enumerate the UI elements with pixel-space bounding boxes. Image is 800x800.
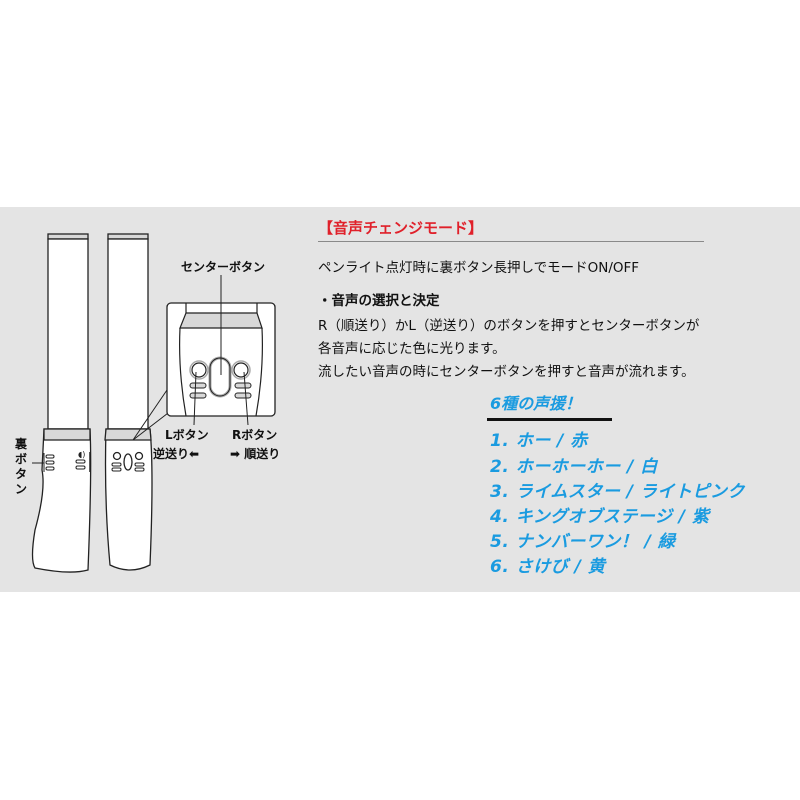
zoom-detail-box xyxy=(166,275,276,426)
l-direction-label: 逆送り⬅ xyxy=(153,447,200,461)
cheers-underline xyxy=(487,418,612,421)
cheer-item: 2. ホーホーホー / 白 xyxy=(490,457,658,477)
penlight-side-view: ◖) xyxy=(31,233,92,573)
r-button-label: Rボタン xyxy=(232,428,278,442)
l-button-label: Lボタン xyxy=(165,428,209,442)
instruction-line-1: R（順送り）かL（逆送り）のボタンを押すとセンターボタンが xyxy=(318,318,700,334)
cheers-heading: 6種の声援！ xyxy=(490,394,582,413)
r-direction-label: ➡ 順送り xyxy=(230,447,281,461)
section-title: ・音声の選択と決定 xyxy=(318,293,440,309)
cheer-item: 4. キングオブステージ / 紫 xyxy=(490,507,710,527)
instruction-line-3: 流したい音声の時にセンターボタンを押すと音声が流れます。 xyxy=(318,364,695,380)
cheer-item: 1. ホー / 赤 xyxy=(490,431,588,451)
penlight-front-view xyxy=(104,233,153,571)
svg-text:◖): ◖) xyxy=(78,450,85,459)
back-button-label: 裏ボタン xyxy=(14,437,27,496)
instruction-line-2: 各音声に応じた色に光ります。 xyxy=(318,341,506,357)
cheer-item: 5. ナンバーワン！ / 緑 xyxy=(490,532,676,552)
toggle-instruction: ペンライト点灯時に裏ボタン長押しでモードON/OFF xyxy=(318,260,640,276)
mode-title: 【音声チェンジモード】 xyxy=(318,219,484,237)
title-divider xyxy=(318,241,704,242)
cheer-item: 3. ライムスター / ライトピンク xyxy=(490,482,745,502)
cheer-item: 6. さけび / 黄 xyxy=(490,557,606,577)
center-button-label: センターボタン xyxy=(181,260,266,274)
